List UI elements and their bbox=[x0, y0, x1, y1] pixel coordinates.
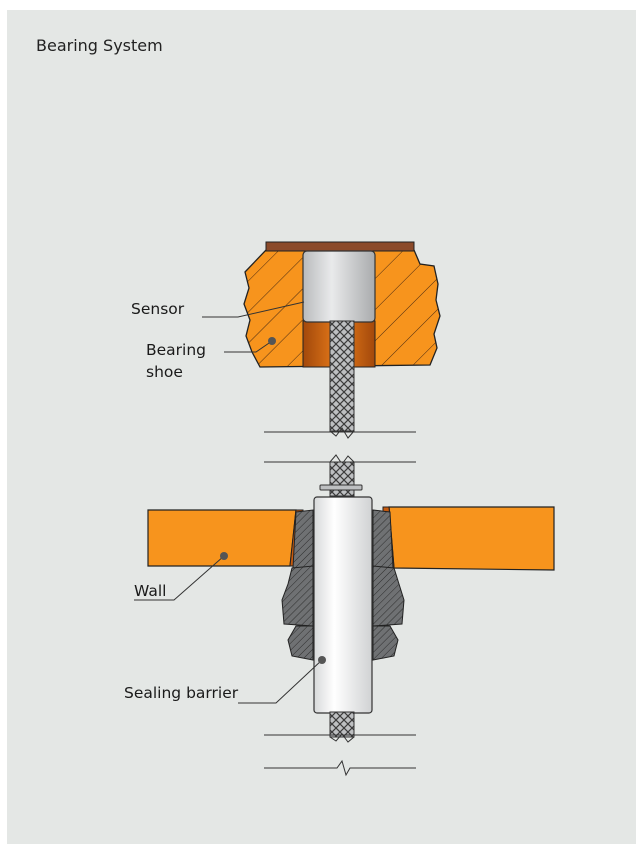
sealing-barrier-tube bbox=[313, 496, 373, 714]
upper-cable bbox=[329, 320, 355, 432]
cable-ring bbox=[319, 484, 363, 491]
sensor-body bbox=[302, 250, 376, 323]
bearing-shoe-dot bbox=[268, 337, 276, 345]
sealing-barrier-dot bbox=[318, 656, 326, 664]
leader-wall bbox=[134, 552, 228, 601]
leader-bearing-shoe bbox=[224, 337, 276, 353]
lower-cable bbox=[329, 711, 355, 738]
top-plate bbox=[265, 241, 415, 252]
wall-dot bbox=[220, 552, 228, 560]
leader-sensor bbox=[202, 301, 305, 318]
label-bearing-shoe-line2: shoe bbox=[146, 363, 183, 381]
upper-cable-break bbox=[329, 427, 355, 439]
break-line-zigzag bbox=[264, 759, 416, 777]
leader-sealing-barrier bbox=[238, 656, 326, 704]
sealing-gland bbox=[281, 509, 405, 661]
mid-cable bbox=[329, 461, 355, 497]
label-wall: Wall bbox=[134, 582, 166, 600]
label-bearing-shoe-line1: Bearing bbox=[146, 341, 206, 359]
label-sensor: Sensor bbox=[131, 300, 185, 318]
lower-cable-break bbox=[329, 733, 355, 743]
label-sealing-barrier: Sealing barrier bbox=[124, 684, 239, 702]
diagram-title: Bearing System bbox=[36, 36, 163, 55]
